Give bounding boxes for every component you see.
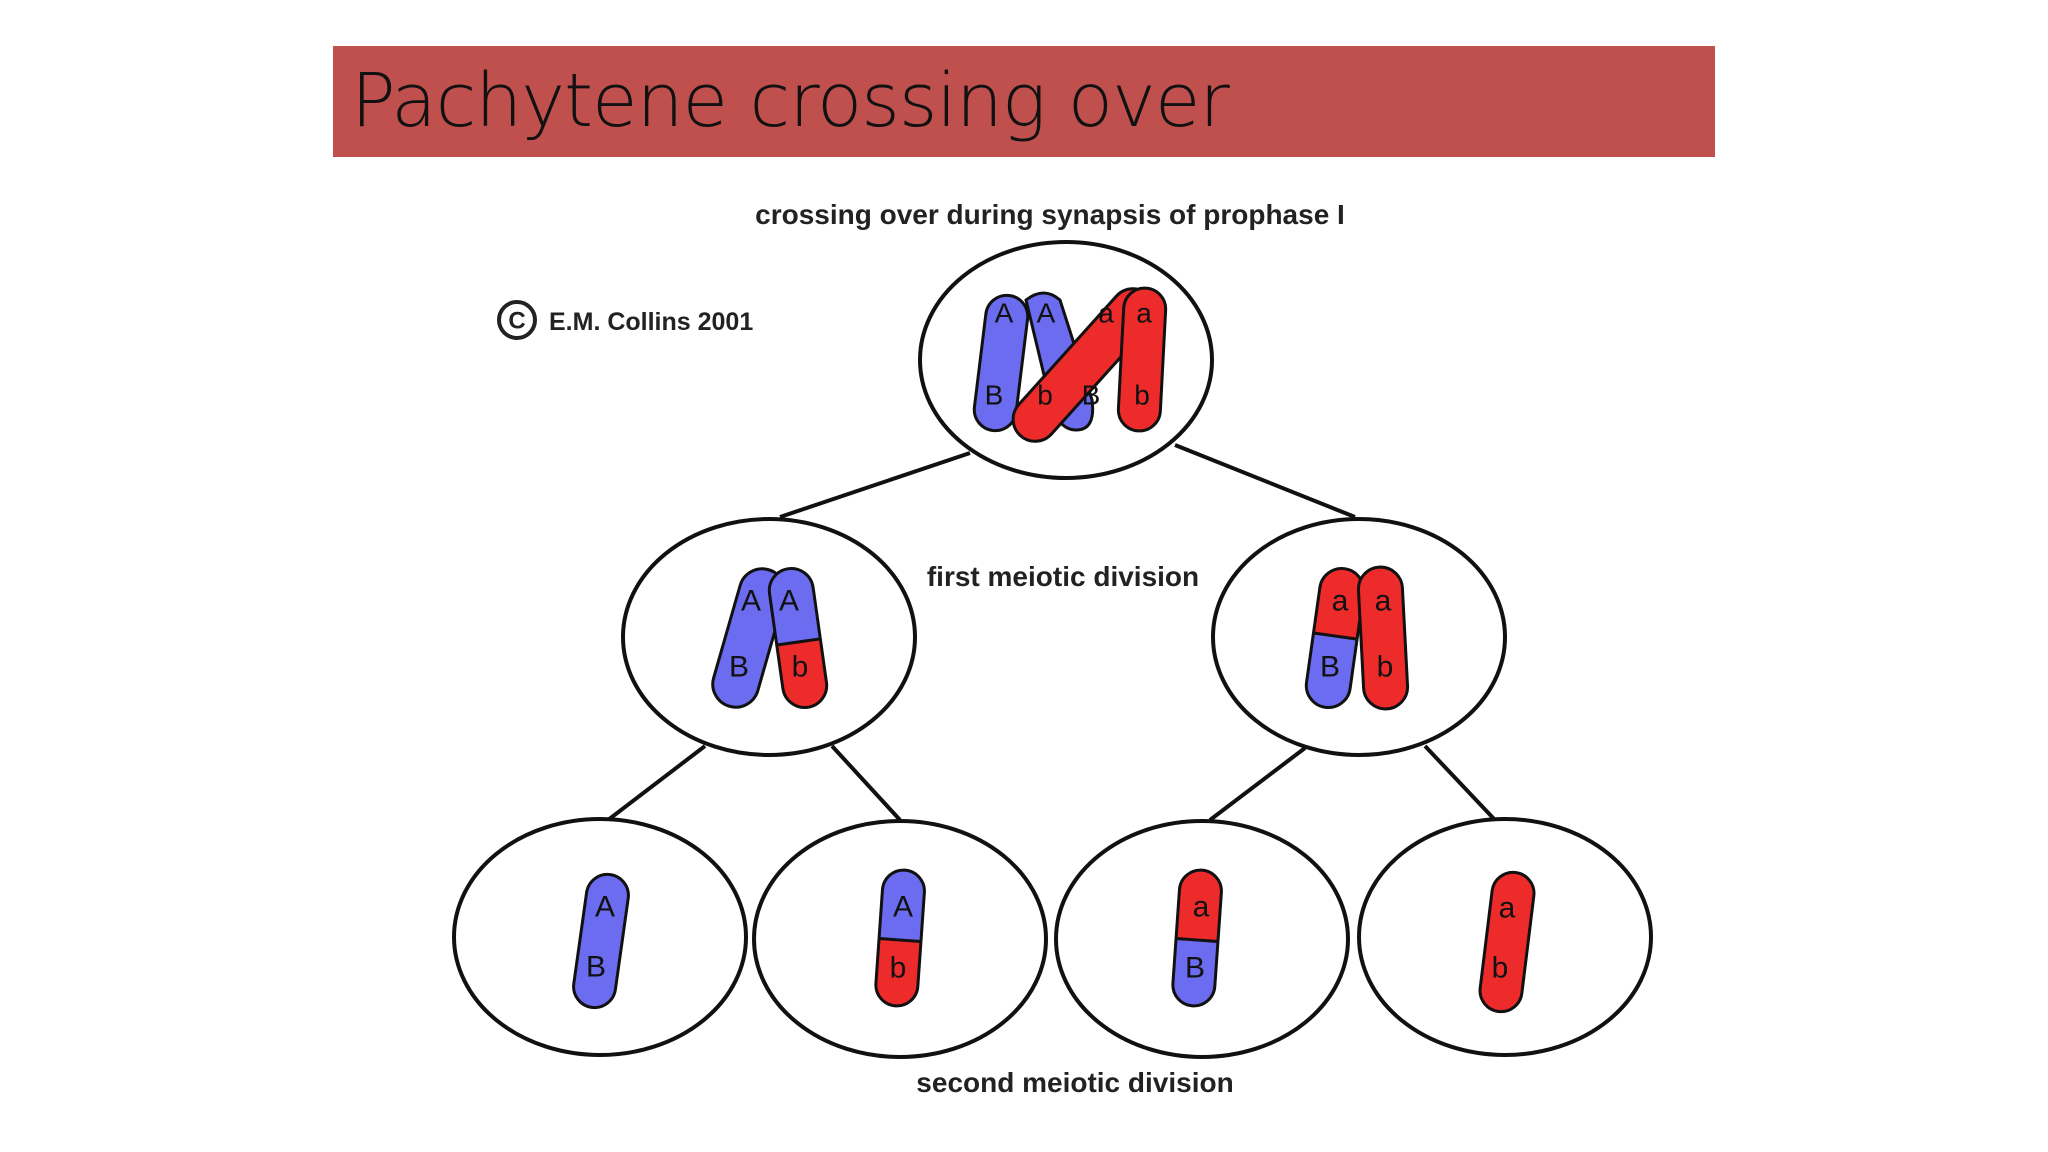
gene-label: A	[741, 585, 761, 618]
gene-label: b	[1492, 952, 1509, 985]
gene-label: b	[792, 651, 809, 684]
gene-label: b	[1037, 380, 1053, 411]
chromatid	[1356, 565, 1410, 711]
first-division-right-cell: a a B b	[1211, 517, 1507, 757]
gene-label: B	[1185, 952, 1205, 985]
chromatid	[1171, 868, 1223, 1008]
top-chromatid-1	[972, 293, 1030, 433]
top-cell: A A a a B b B b	[918, 240, 1214, 480]
bottom-caption: second meiotic division	[916, 1067, 1233, 1098]
gene-label: b	[890, 952, 907, 985]
gene-label: a	[1332, 585, 1349, 618]
second-division-cell-3: a B	[1054, 819, 1350, 1059]
copyright-mark: C E.M. Collins 2001	[497, 300, 753, 340]
gene-label: a	[1499, 892, 1516, 925]
chromatid	[1478, 870, 1536, 1014]
chromatid	[874, 868, 926, 1008]
second-division-cell-2: A b	[752, 819, 1048, 1059]
chromatid	[572, 872, 630, 1010]
gene-label: B	[985, 380, 1004, 411]
gene-label: b	[1134, 380, 1150, 411]
gene-label: a	[1193, 891, 1210, 924]
copyright-text: E.M. Collins 2001	[549, 308, 753, 336]
chromatid	[767, 566, 829, 710]
gene-label: A	[893, 891, 913, 924]
gene-label: B	[729, 651, 749, 684]
gene-label: A	[995, 298, 1014, 329]
gene-label: A	[779, 585, 799, 618]
gene-label: A	[1037, 298, 1056, 329]
gene-label: a	[1098, 298, 1114, 329]
second-division-cell-1: A B	[452, 817, 748, 1057]
connector-lines	[606, 443, 1497, 822]
top-chromatid-4	[1116, 286, 1168, 433]
second-division-cell-4: a b	[1357, 817, 1653, 1057]
cell-membrane	[1211, 517, 1507, 757]
gene-label: b	[1377, 651, 1394, 684]
copyright-symbol: C	[508, 308, 525, 335]
chromatid	[1304, 566, 1366, 710]
title-bar: Pachytene crossing over	[333, 46, 1715, 157]
gene-label: B	[1320, 651, 1340, 684]
slide-title: Pachytene crossing over	[351, 58, 1230, 144]
first-division-left-cell: A A B b	[621, 517, 917, 757]
gene-label: B	[1082, 380, 1101, 411]
gene-label: a	[1136, 298, 1152, 329]
gene-label: A	[595, 891, 615, 924]
middle-caption: first meiotic division	[927, 561, 1199, 592]
gene-label: a	[1375, 585, 1392, 618]
top-caption: crossing over during synapsis of prophas…	[755, 199, 1345, 230]
chromatid	[711, 567, 787, 709]
copyright-icon	[497, 300, 537, 340]
gene-label: B	[586, 951, 606, 984]
